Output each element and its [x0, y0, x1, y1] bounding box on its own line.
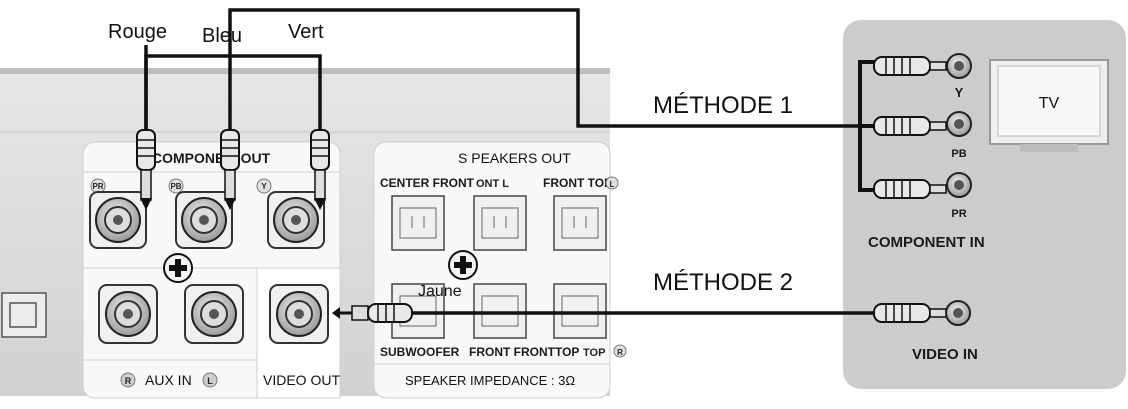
tv-jack-pr[interactable] [946, 172, 972, 198]
tv-jack-pb[interactable] [946, 111, 972, 137]
svg-text:L: L [610, 180, 615, 189]
component-in-label: COMPONENT IN [868, 234, 985, 251]
tv-y-label: Y [955, 85, 964, 100]
center-front-label: CENTER FRONT [380, 176, 475, 190]
jack-video-out[interactable] [269, 284, 329, 344]
svg-text:PB: PB [170, 182, 181, 191]
jack-pb-out[interactable] [175, 191, 233, 249]
tv-pb-label: PB [951, 148, 966, 160]
device-top-edge [0, 68, 610, 74]
jack-pr-out[interactable] [89, 191, 147, 249]
optical-port [1, 292, 47, 338]
r-badge: R [613, 344, 627, 358]
front-l-overlap-label: ONT L [476, 178, 509, 190]
svg-text:Y: Y [261, 182, 267, 191]
svg-text:R: R [617, 348, 623, 357]
tv-plug-pr [873, 179, 947, 199]
subwoofer-label: SUBWOOFER [380, 345, 460, 359]
tv-panel: TV Y PB PR COMPONENT IN VIDEO IN [843, 20, 1126, 389]
speaker-impedance-label: SPEAKER IMPEDANCE : 3Ω [405, 373, 575, 388]
component-out-label: COMPONE T OUT [152, 150, 271, 166]
tv-plug-video [873, 303, 947, 323]
tv-pr-label: PR [951, 208, 966, 220]
plug-rouge [136, 129, 156, 210]
front-front-top-label: FRONT FRONTTOP [469, 345, 579, 359]
jack-badge-y: Y [256, 178, 272, 194]
tv-label: TV [1039, 95, 1060, 112]
cable-bleu [228, 8, 860, 130]
tv-jack-y[interactable] [946, 53, 972, 79]
aux-in-label: AUX IN [145, 372, 192, 388]
speaker-terminal-front-r[interactable] [473, 283, 527, 339]
top-r-overlap-label: TOP [583, 347, 605, 359]
svg-text:PR: PR [92, 182, 103, 191]
tv-jack-video-in[interactable] [945, 300, 971, 326]
aux-l-badge: L [207, 376, 213, 386]
video-in-label: VIDEO IN [912, 346, 978, 363]
method-2-label: MÉTHODE 2 [653, 269, 793, 296]
label-jaune: Jaune [418, 283, 462, 300]
plug-vert [310, 129, 330, 210]
tv-plug-y [873, 56, 947, 76]
speaker-terminal-center[interactable] [391, 195, 445, 251]
video-cable [332, 303, 874, 323]
screw-icon [163, 253, 193, 283]
jack-aux-l[interactable] [184, 284, 244, 344]
aux-in-label-group: R AUX IN L [120, 372, 218, 388]
jack-aux-r[interactable] [98, 284, 158, 344]
speaker-terminal-front-l[interactable] [473, 195, 527, 251]
label-bleu: Bleu [202, 25, 242, 47]
speaker-terminal-front-top-l[interactable] [553, 195, 607, 251]
method-1-label: MÉTHODE 1 [653, 92, 793, 119]
tv-icon [989, 59, 1109, 152]
speakers-out-label: S PEAKERS OUT [458, 150, 571, 166]
speaker-terminal-front-top-r[interactable] [553, 283, 607, 339]
video-out-label: VIDEO OUT [263, 372, 340, 388]
jack-badge-pr: PR [90, 178, 106, 194]
device-back-panel: COMPONE T OUT PR PB Y [0, 68, 627, 399]
front-top-l-label: FRONT TOP [543, 176, 612, 190]
front-top-l-badge: L [605, 176, 619, 190]
jack-y-out[interactable] [267, 191, 325, 249]
label-rouge: Rouge [108, 21, 167, 43]
tv-plug-pb [873, 116, 947, 136]
jack-badge-pb: PB [168, 178, 184, 194]
speaker-screw-icon [448, 250, 478, 280]
aux-r-badge: R [125, 376, 132, 386]
label-vert: Vert [288, 21, 324, 43]
plug-bleu [220, 129, 240, 210]
